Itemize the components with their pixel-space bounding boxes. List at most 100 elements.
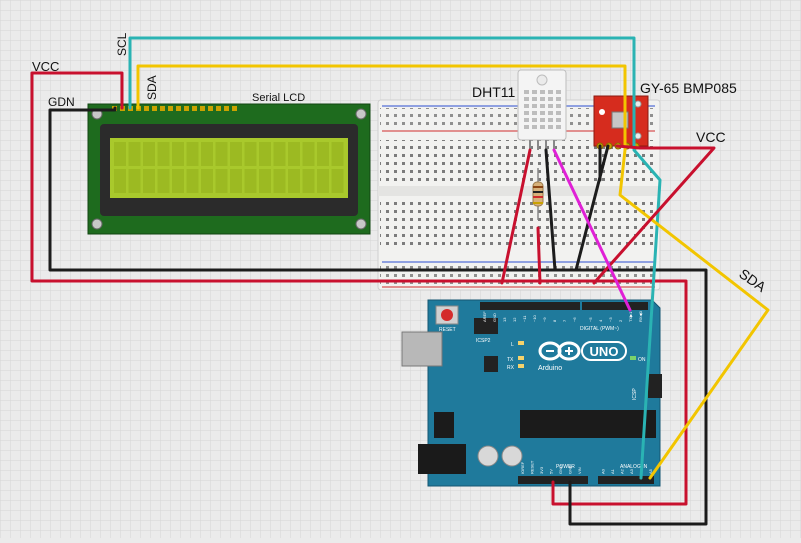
lcd-pin (152, 106, 157, 111)
dht-vent (532, 118, 537, 122)
bmp085-module (593, 95, 649, 150)
dht-vent (540, 111, 545, 115)
digital-pin-label: RX◀0 (638, 310, 643, 322)
dht-vent (548, 111, 553, 115)
dht-vent (532, 97, 537, 101)
lcd-cell (215, 169, 228, 193)
wire-gnd-left (48, 106, 708, 526)
label-vcc-right: VCC (696, 129, 726, 145)
label-gnd-left: GDN (48, 95, 75, 109)
power-pin-label: A1 (610, 468, 615, 474)
wire-dht-pullup (536, 226, 542, 285)
lcd-cell (186, 169, 199, 193)
dht-vent (540, 104, 545, 108)
usb-chip (484, 356, 498, 372)
reset-label: RESET (439, 327, 456, 333)
digital-pin-label: 4 (598, 319, 603, 322)
dht-vent (556, 125, 561, 129)
lcd-cell (288, 142, 300, 166)
arduino-brand: Arduino (538, 365, 562, 372)
lcd-cell (186, 142, 199, 166)
lcd-cell (172, 142, 184, 166)
power-pin-label: A5 (648, 468, 653, 474)
lcd-cell (157, 169, 170, 193)
lcd-cell (114, 169, 126, 193)
lcd-pin (224, 106, 229, 111)
digital-pin-label: AREF (482, 311, 487, 322)
dht-vent (548, 104, 553, 108)
wire-sda (136, 64, 770, 480)
digital-pin-label: TX▶1 (628, 311, 633, 322)
lcd-character-grid (114, 142, 344, 193)
led-rx-label: RX (507, 365, 515, 371)
analog-label: ANALOG IN (620, 464, 648, 470)
power-pin-label: GND (568, 465, 573, 474)
led-l-label: L (511, 342, 514, 348)
lcd-cell (215, 142, 228, 166)
lcd-cell (172, 169, 184, 193)
pullup-resistor (532, 168, 544, 220)
lcd-cell (114, 142, 126, 166)
dht-vent (548, 125, 553, 129)
arduino-uno: RESET ICSP2 ICSP L TX RX ON (401, 299, 662, 487)
lcd-cell (317, 169, 329, 193)
digital-pin-label: ~3 (608, 317, 613, 322)
lcd-cell (230, 169, 242, 193)
dht-vent (532, 111, 537, 115)
digital-header-left (480, 302, 580, 310)
lcd-cell (273, 169, 286, 193)
dht-vent (524, 97, 529, 101)
dht-vent (540, 125, 545, 129)
digital-pin-label: ~11 (522, 315, 527, 322)
dht11-vent-grid (524, 90, 561, 129)
digital-pin-label: ~10 (532, 314, 537, 322)
usb-connector (401, 331, 443, 367)
icsp2-label: ICSP2 (476, 338, 491, 344)
wire-dht-gnd (544, 148, 557, 272)
power-pin-label: A3 (629, 468, 634, 474)
dht-vent (540, 118, 545, 122)
dht-vent (532, 125, 537, 129)
dht-vent (548, 118, 553, 122)
icsp-header (648, 374, 662, 398)
voltage-regulator (434, 412, 454, 438)
led-tx-label: TX (507, 357, 514, 363)
dht-vent (524, 111, 529, 115)
label-vcc-left: VCC (32, 59, 59, 74)
lcd-pin (184, 106, 189, 111)
lcd-cell (201, 169, 213, 193)
lcd-cell (201, 142, 213, 166)
power-pin-label: VIN (577, 467, 582, 474)
dht11-sensor (517, 69, 567, 150)
capacitor-2 (501, 445, 523, 467)
lcd-cell (128, 169, 141, 193)
dht-vent (556, 118, 561, 122)
power-pin-label: RESET (530, 460, 535, 474)
label-dht11: DHT11 (472, 84, 516, 100)
digital-pin-label: 2 (618, 319, 623, 322)
microcontroller-chip (520, 410, 656, 438)
power-pin-label: 5V (549, 469, 554, 474)
dht-vent (556, 104, 561, 108)
dht-vent (540, 90, 545, 94)
lcd-pin (144, 106, 149, 111)
lcd-pin (208, 106, 213, 111)
lcd-cell (259, 169, 271, 193)
arduino-logo (538, 341, 627, 361)
lcd-pin (160, 106, 165, 111)
serial-lcd (87, 103, 371, 235)
wire-scl (128, 36, 662, 480)
wire-dht-data (552, 148, 632, 312)
label-sda-top: SDA (145, 75, 159, 100)
power-pin-label: A2 (620, 468, 625, 474)
lcd-cell (230, 142, 242, 166)
power-pin-label: A0 (601, 468, 606, 474)
dht-vent (532, 90, 537, 94)
lcd-cell (143, 169, 155, 193)
wire-dht-vcc (500, 148, 532, 285)
digital-header-right (582, 302, 648, 310)
dht-vent (556, 90, 561, 94)
